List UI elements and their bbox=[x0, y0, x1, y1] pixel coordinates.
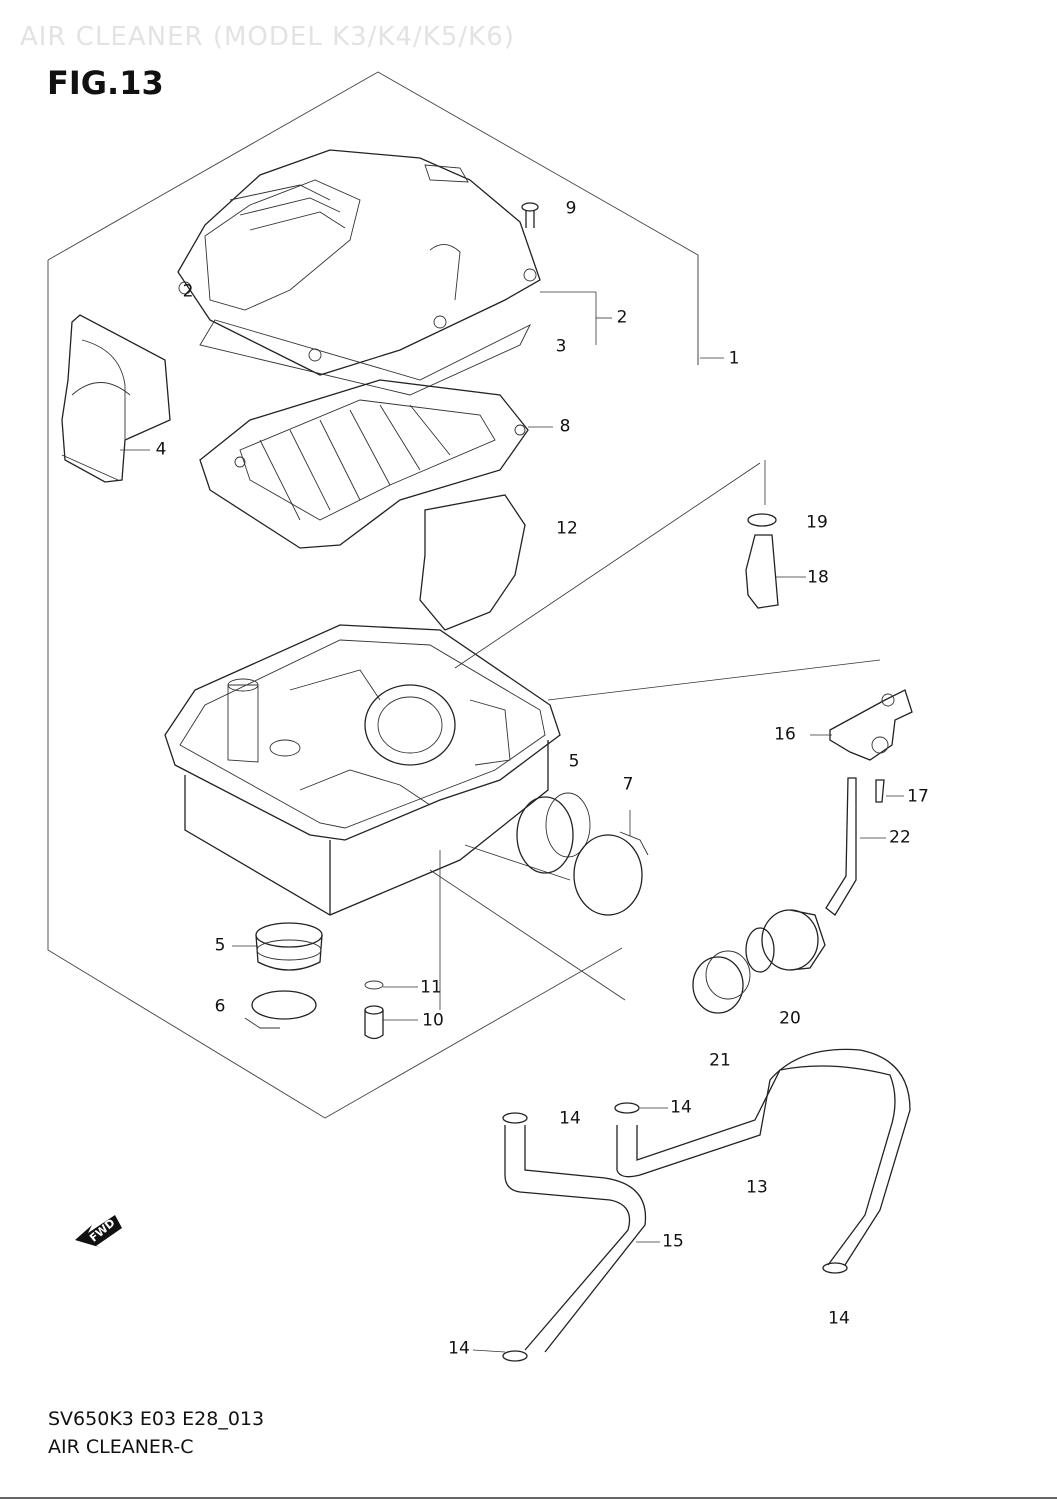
callout-1: 1 bbox=[728, 348, 740, 369]
callout-12: 12 bbox=[556, 518, 578, 539]
callout-20: 20 bbox=[779, 1008, 801, 1029]
callout-18: 18 bbox=[807, 567, 829, 588]
diagram-code: SV650K3 E03 E28_013 bbox=[48, 1408, 265, 1430]
callout-17: 17 bbox=[907, 786, 929, 807]
bracket-hose-16-17-22 bbox=[825, 689, 913, 916]
callout-19: 19 bbox=[806, 512, 828, 533]
callout-16: 16 bbox=[774, 724, 796, 745]
callout-14: 14 bbox=[670, 1097, 692, 1118]
joint-5-clamp-7 bbox=[516, 792, 649, 916]
assembly-frame bbox=[47, 71, 699, 1119]
air-cleaner-cap bbox=[177, 149, 541, 376]
callout-2: 2 bbox=[616, 307, 628, 328]
callout-7: 7 bbox=[622, 774, 634, 795]
callout-6: 6 bbox=[214, 996, 226, 1017]
callout-22: 22 bbox=[889, 827, 911, 848]
callout-8: 8 bbox=[559, 416, 571, 437]
callout-4: 4 bbox=[155, 439, 167, 460]
callout-13: 13 bbox=[746, 1177, 768, 1198]
air-cleaner-case bbox=[164, 624, 626, 1010]
drain-plug-10-11 bbox=[364, 980, 384, 1040]
leader-lines bbox=[120, 291, 904, 1353]
figure-label: FIG.13 bbox=[47, 64, 164, 102]
hoses-13-14-15 bbox=[502, 1048, 911, 1362]
callout-5: 5 bbox=[568, 751, 580, 772]
filter-element bbox=[199, 379, 529, 549]
callout-2: 2 bbox=[182, 281, 194, 302]
cap-seal bbox=[199, 319, 532, 396]
callout-21: 21 bbox=[709, 1050, 731, 1071]
callout-14: 14 bbox=[559, 1108, 581, 1129]
callout-14: 14 bbox=[448, 1338, 470, 1359]
forward-arrow-icon bbox=[75, 1215, 122, 1248]
valve-20-clamp-21 bbox=[692, 909, 826, 1014]
sensor-18-19 bbox=[745, 460, 779, 609]
callout-11: 11 bbox=[420, 977, 442, 998]
screw-9 bbox=[521, 202, 539, 228]
callout-10: 10 bbox=[422, 1010, 444, 1031]
joint-5-clamp-6 bbox=[244, 922, 323, 1029]
bottom-divider bbox=[0, 1497, 1057, 1499]
callout-5: 5 bbox=[214, 935, 226, 956]
inlet-duct bbox=[61, 314, 171, 483]
callout-3: 3 bbox=[555, 336, 567, 357]
callout-15: 15 bbox=[662, 1231, 684, 1252]
element-guard bbox=[419, 494, 526, 631]
diagram-caption: AIR CLEANER-C bbox=[48, 1436, 194, 1458]
callout-14: 14 bbox=[828, 1308, 850, 1329]
faded-header-title: AIR CLEANER (MODEL K3/K4/K5/K6) bbox=[20, 22, 515, 52]
callout-9: 9 bbox=[565, 198, 577, 219]
